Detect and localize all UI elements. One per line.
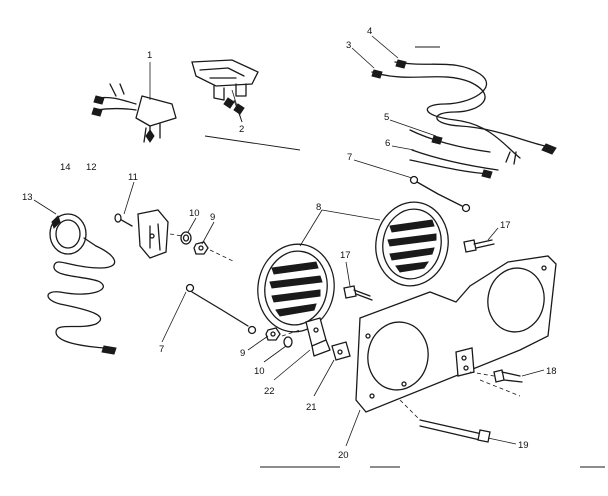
rule-lines: [204, 46, 605, 468]
callout-19: 19: [518, 440, 529, 451]
callout-22: 22: [264, 386, 275, 397]
bracket-22: [305, 317, 331, 357]
callout-6: 6: [385, 138, 390, 149]
callout-4: 4: [367, 26, 372, 37]
callout-5: 5: [384, 112, 389, 123]
connector-clips: [191, 59, 259, 115]
bolt-19: [399, 399, 491, 443]
headlamp-right: [375, 201, 449, 287]
callout-17-right: 17: [500, 220, 511, 231]
bolt-17-lower: [343, 285, 373, 301]
switch-assembly: [91, 83, 177, 143]
screw-11: [114, 213, 133, 227]
bolt-17-upper: [463, 239, 495, 253]
callout-7-upper: 7: [347, 152, 352, 163]
callout-21: 21: [306, 402, 317, 413]
callout-17-left: 17: [340, 250, 351, 261]
leader-lines: [33, 35, 545, 447]
callout-11: 11: [128, 172, 138, 183]
callout-10-upper: 10: [189, 208, 200, 219]
callout-labels: 1 2 3 4 5 6 7 8 14 12 11 13 10 9 17 17 7…: [22, 26, 557, 461]
gauge-bracket: [137, 209, 169, 259]
headlamp-left: [257, 243, 335, 333]
callout-13: 13: [22, 192, 33, 203]
mounting-panel: [355, 255, 557, 413]
ground-strap-lower: [185, 283, 257, 335]
lockwasher-nut-left: [169, 231, 236, 263]
wire-harness: [371, 59, 557, 165]
callout-9-upper: 9: [210, 212, 215, 223]
callout-8: 8: [316, 202, 321, 213]
ground-strap-upper: [409, 175, 471, 213]
short-wires: [409, 129, 499, 179]
callout-20: 20: [338, 450, 349, 461]
callout-10-lower: 10: [254, 366, 265, 377]
callout-7-lower: 7: [159, 344, 164, 355]
temperature-gauge: [47, 213, 117, 355]
bolt-18: [469, 369, 523, 397]
bracket-21: [331, 341, 351, 361]
callout-18: 18: [546, 366, 557, 377]
callout-14: 14: [60, 162, 71, 173]
callout-12: 12: [86, 162, 97, 173]
nut-washer-lower: [265, 327, 301, 348]
callout-9-lower: 9: [240, 348, 245, 359]
callout-3: 3: [346, 40, 351, 51]
callout-2: 2: [239, 124, 244, 135]
callout-1: 1: [147, 50, 152, 61]
